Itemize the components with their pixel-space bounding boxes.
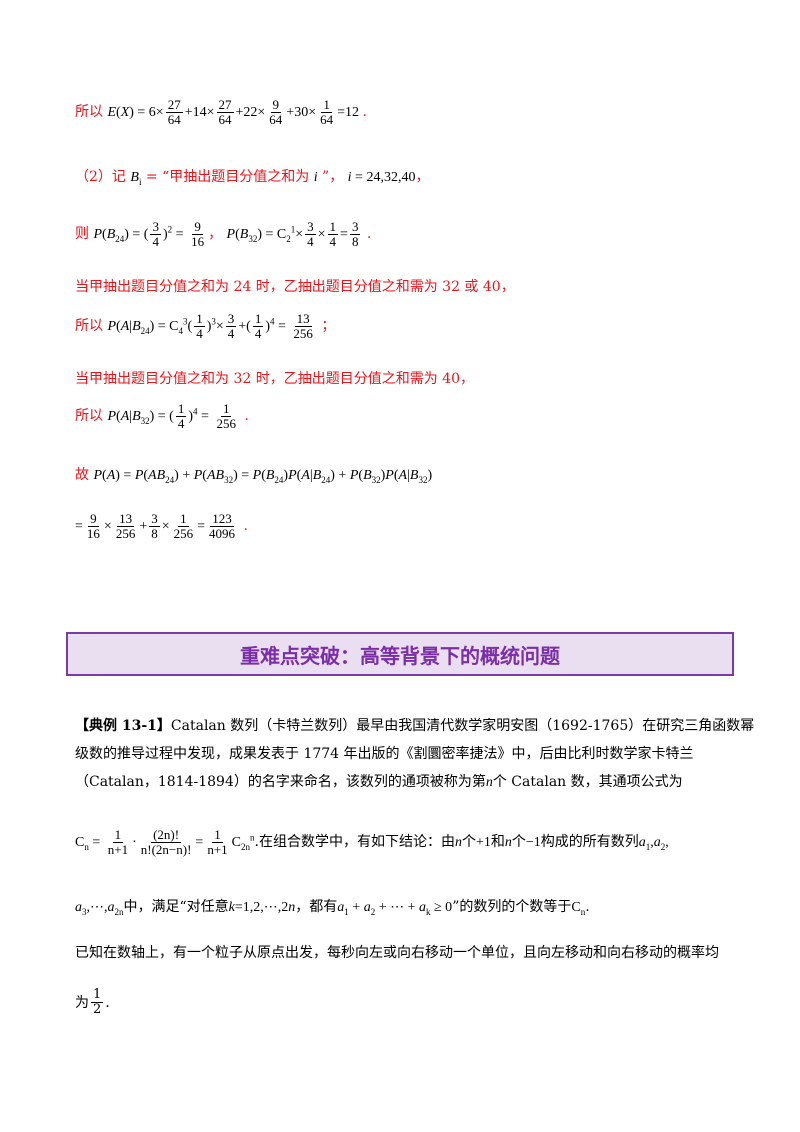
example-text-5b: ，都有	[295, 899, 338, 915]
end-mark: .	[243, 518, 248, 535]
label: 故	[75, 467, 89, 483]
example-text-4e: 构成的所有数列	[540, 834, 639, 851]
total-prob: P(A) = P(AB24) + P(AB32) = P(B24)P(A|B24…	[93, 468, 433, 485]
end-mark: .	[366, 226, 372, 243]
banner-title: 重难点突破：高等背景下的概统问题	[240, 643, 560, 668]
event-desc: = “甲抽出题目分值之和为 i ”，	[145, 169, 344, 185]
example-text-4: .在组合数学中，有如下结论：由	[254, 834, 455, 851]
solution-line-2: （2）记 Bi = “甲抽出题目分值之和为 i ”， i = 24,32,40，	[75, 169, 430, 187]
section-banner: 重难点突破：高等背景下的概统问题	[66, 632, 734, 676]
label: （2）记	[75, 169, 126, 185]
example-text-4d: 个	[511, 834, 526, 851]
solution-line-6: 当甲抽出题目分值之和为 32 时，乙抽出题目分值之和需为 40，	[75, 371, 474, 387]
example-text-7: 为	[75, 994, 89, 1011]
label: 则	[75, 226, 89, 243]
example-tag: 【典例 13-1】	[75, 718, 171, 734]
partial-sum: a1 + a2 + ⋯ + ak ≥ 0	[337, 900, 453, 917]
example-line-2: 级数的推导过程中发现，成果发表于 1774 年出版的《割圜密率捷法》中，后由比利…	[75, 746, 694, 762]
example-text-4c: 和	[490, 834, 505, 851]
k-range: k=1,2,⋯,2n	[228, 900, 296, 915]
end-mark: .	[244, 408, 249, 425]
example-line-6: 已知在数轴上，有一个粒子从原点出发，每秒向左或向右移动一个单位，且向左移动和向右…	[75, 945, 719, 961]
end-mark: ；	[321, 318, 336, 335]
example-text-5a: 中，满足“对任意	[123, 899, 229, 915]
event-definition: Bi	[130, 170, 142, 187]
solution-line-4: 当甲抽出题目分值之和为 24 时，乙抽出题目分值之和需为 32 或 40，	[75, 279, 515, 295]
solution-line-8: 故 P(A) = P(AB24) + P(AB32) = P(B24)P(A|B…	[75, 466, 740, 486]
end-mark: .	[362, 104, 367, 121]
label: 所以	[75, 318, 103, 335]
sequence-terms: a3,⋯,a2n	[75, 900, 124, 917]
example-line-1: 【典例 13-1】Catalan 数列（卡特兰数列）最早由我国清代数学家明安图（…	[75, 715, 754, 737]
label: 所以	[75, 104, 103, 121]
example-text-3b: 个 Catalan 数，其通项公式为	[492, 774, 683, 790]
example-text-4b: 个	[461, 834, 476, 851]
example-line-3: （Catalan，1814-1894）的名字来命名，该数列的通项被称为第n个 C…	[75, 771, 740, 794]
example-text-5c: ”的数列的个数等于	[452, 899, 572, 915]
example-text-3: （Catalan，1814-1894）的名字来命名，该数列的通项被称为第	[75, 774, 486, 790]
label: 所以	[75, 408, 103, 425]
example-text-1: Catalan 数列（卡特兰数列）最早由我国清代数学家明安图（1692-1765…	[170, 718, 755, 734]
example-line-5: a3,⋯,a2n中，满足“对任意k=1,2,⋯,2n，都有a1 + a2 + ⋯…	[75, 899, 590, 917]
index-range: i = 24,32,40	[347, 170, 416, 185]
var-n: n	[485, 775, 493, 790]
